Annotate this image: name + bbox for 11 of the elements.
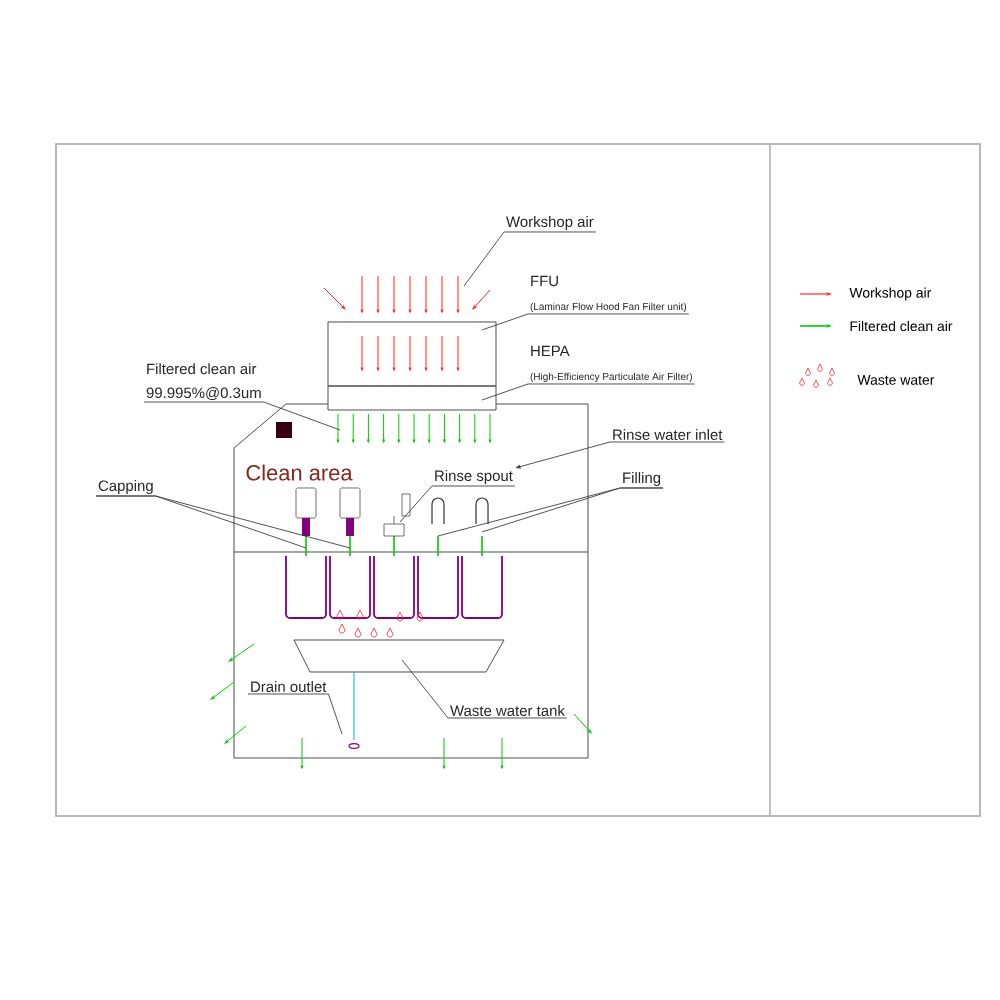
leader-line [399,485,516,523]
leader-line [401,659,568,719]
leader-line [515,441,725,469]
leader-line [481,383,696,401]
leader-line [481,313,690,331]
leader-line [463,231,597,287]
leader-line [143,401,341,431]
leader-line [481,487,664,533]
area-label: Clean area [246,464,353,481]
leader-line [247,693,343,735]
leader-line [95,495,351,549]
